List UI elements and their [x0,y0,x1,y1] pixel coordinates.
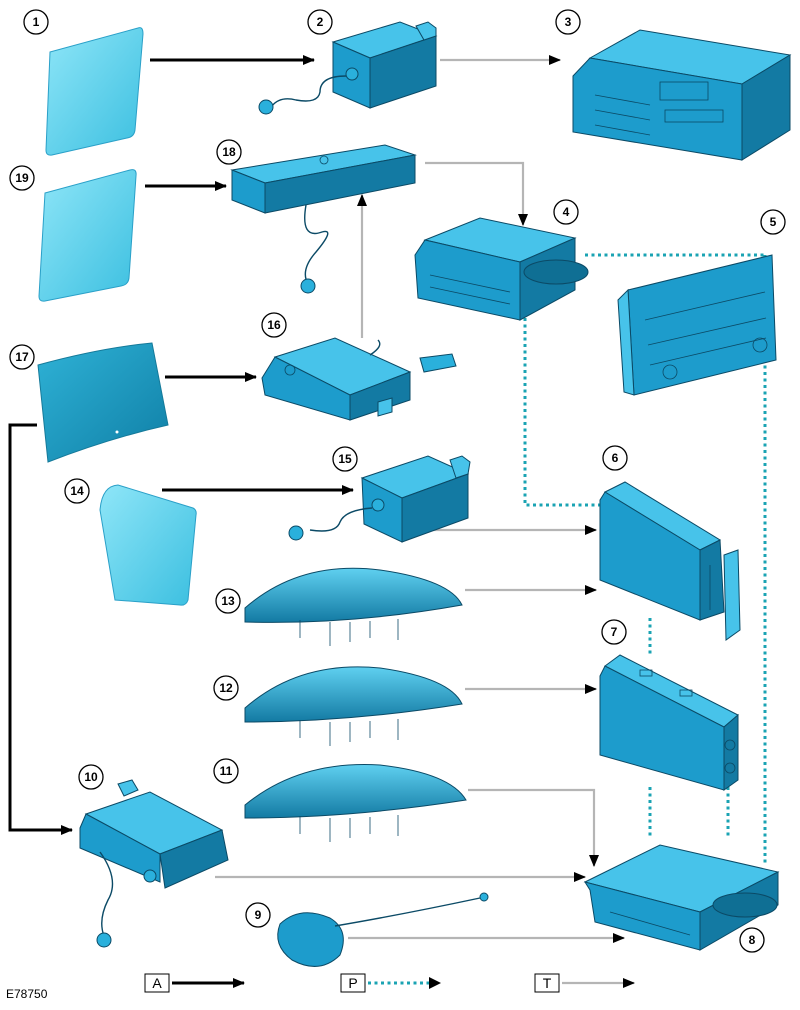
head-unit-4 [414,217,589,321]
connections [8,55,767,943]
callout-13: 13 [215,588,241,614]
callout-15-label: 15 [338,452,352,466]
legend-t: T [534,973,635,993]
link-18-to-4 [425,161,528,226]
audio-unit-3 [572,29,792,161]
callout-17-label: 17 [15,350,29,364]
legend-t-key: T [543,975,552,991]
callout-19: 19 [9,165,35,191]
rear-window-glass-17 [37,342,169,463]
receiver-module-6 [599,481,741,641]
callout-5-label: 5 [770,215,777,229]
callout-18-label: 18 [222,145,236,159]
callout-10: 10 [78,764,104,790]
link-4-to-6 [523,318,605,507]
window-glass-19 [38,169,137,302]
antenna-amplifier-10 [79,779,229,948]
callout-3: 3 [555,9,581,35]
callout-18: 18 [216,139,242,165]
control-panel-5 [617,254,777,396]
receiver-module-7 [599,654,739,791]
callout-10-label: 10 [84,770,98,784]
callout-1-label: 1 [33,15,40,29]
figure-code: E78750 [6,987,48,1001]
callout-11: 11 [213,758,239,784]
callout-8-label: 8 [749,933,756,947]
callout-6: 6 [602,445,628,471]
antenna-amplifier-2 [258,21,438,115]
roof-antenna-11 [244,764,467,842]
callout-16: 16 [261,312,287,338]
gps-antenna-9 [277,892,489,967]
callout-16-label: 16 [267,318,281,332]
window-glass-14 [99,484,197,606]
legend-p-key: P [348,975,357,991]
callout-7-label: 7 [611,625,618,639]
tuner-module-16 [261,337,457,421]
callout-4-label: 4 [563,205,570,219]
callout-6-label: 6 [612,451,619,465]
callout-13-label: 13 [221,594,235,608]
callout-9: 9 [245,902,271,928]
legend-a: A [144,973,245,993]
callout-12-label: 12 [219,681,233,695]
callout-3-label: 3 [565,15,572,29]
callout-2: 2 [307,9,333,35]
antenna-amplifier-15 [288,455,471,543]
antenna-module-18 [230,144,417,294]
callout-17: 17 [9,344,35,370]
callout-9-label: 9 [255,908,262,922]
callout-5: 5 [760,209,786,235]
callout-4: 4 [553,199,579,225]
callout-11-label: 11 [220,764,233,778]
link-11-to-8 [468,788,599,867]
cd-changer-8 [583,844,780,951]
callout-14: 14 [64,478,90,504]
callouts: 1 2 3 18 19 4 5 16 17 6 15 14 13 7 12 11… [9,9,786,953]
window-glass-1 [45,27,144,156]
callout-2-label: 2 [317,15,324,29]
heater-grid-dot [115,430,119,434]
callout-14-label: 14 [70,484,84,498]
callout-1: 1 [23,9,49,35]
callout-12: 12 [213,675,239,701]
callout-7: 7 [601,619,627,645]
callout-8: 8 [739,927,765,953]
link-17-to-10 [8,423,73,835]
legend-a-key: A [152,975,162,991]
callout-19-label: 19 [15,171,29,185]
legend-p: P [340,973,441,993]
roof-antenna-13 [244,567,463,646]
callout-15: 15 [332,446,358,472]
legend: A P T [144,973,635,993]
roof-antenna-12 [244,666,463,746]
